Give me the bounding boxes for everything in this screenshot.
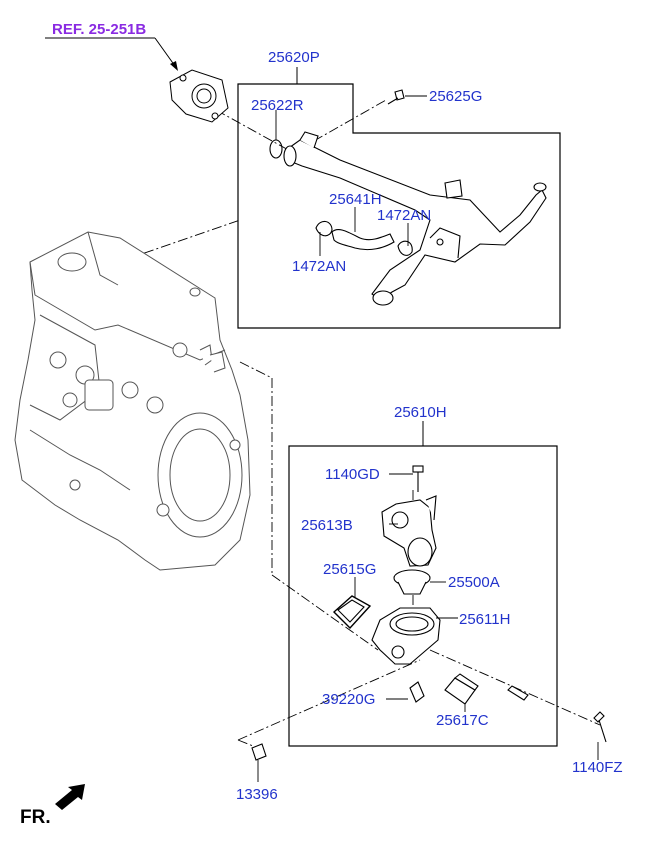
part-label-1472AN-upper: 1472AN	[377, 207, 432, 224]
part-label-1140GD: 1140GD	[325, 466, 380, 483]
water-pipe-drawing	[269, 89, 547, 306]
front-arrow-icon	[55, 784, 85, 810]
part-label-25611H: 25611H	[459, 611, 511, 628]
part-label-1472AN-lower: 1472AN	[292, 258, 347, 275]
part-label-13396: 13396	[236, 786, 278, 803]
part-label-25617C: 25617C	[436, 712, 489, 729]
part-label-25615G: 25615G	[323, 561, 377, 578]
part-label-25641H: 25641H	[329, 191, 382, 208]
part-label-25500A: 25500A	[448, 574, 500, 591]
part-label-39220G: 39220G	[322, 691, 376, 708]
engine-block-drawing	[14, 231, 251, 571]
reference-label[interactable]: REF. 25-251B	[52, 21, 147, 38]
part-label-25622R: 25622R	[251, 97, 304, 114]
part-label-25625G: 25625G	[429, 88, 483, 105]
group-box-upper	[237, 83, 561, 329]
group-label-water-pipe: 25620P	[268, 49, 320, 66]
reference-flange	[169, 69, 229, 123]
front-direction-label: FR.	[20, 807, 51, 828]
part-label-1140FZ: 1140FZ	[572, 759, 623, 776]
thermostat-housing-drawing	[251, 465, 607, 761]
group-label-thermostat-housing: 25610H	[394, 404, 447, 421]
part-label-25613B: 25613B	[301, 517, 353, 534]
